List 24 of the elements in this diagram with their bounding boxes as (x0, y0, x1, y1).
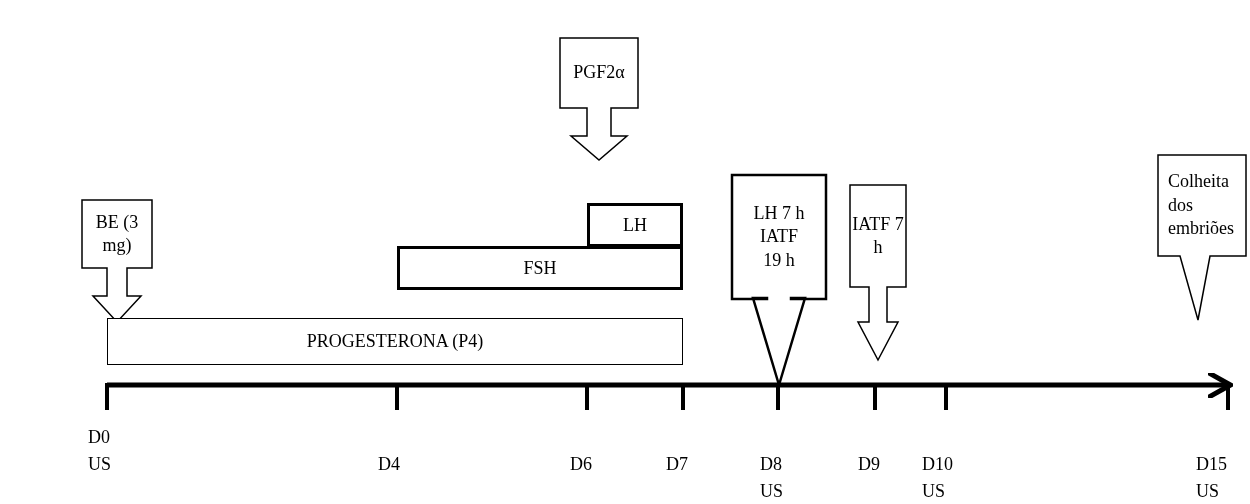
callout-text: BE (3 mg) (94, 210, 140, 257)
bar (107, 318, 683, 365)
callout-text: IATF 7 h (851, 212, 905, 259)
day-label: D7 (666, 453, 689, 476)
speech-bubble (1158, 155, 1246, 320)
bar-label: FSH (523, 257, 557, 279)
day-label: D10 US (922, 453, 954, 503)
callout-text: Colheita dos embriões (1168, 170, 1235, 241)
callout-text: PGF2α (572, 61, 626, 85)
arrow-callout (732, 175, 826, 385)
callout-text: IATF 19 h (759, 225, 799, 272)
day-label: D15 US (1196, 453, 1228, 503)
arrow-callout (560, 38, 638, 160)
bar-label: LH (623, 214, 647, 236)
day-label: D9 (858, 453, 881, 476)
day-label: D0 US (88, 426, 112, 476)
day-label: D4 (378, 453, 401, 476)
day-label: D6 (570, 453, 593, 476)
bar-label: PROGESTERONA (P4) (306, 331, 484, 352)
arrow-callout (850, 185, 906, 360)
bar (587, 203, 683, 247)
bar (397, 246, 683, 290)
callout-text: LH 7 h (752, 201, 806, 225)
day-label: D8 US (760, 453, 784, 503)
